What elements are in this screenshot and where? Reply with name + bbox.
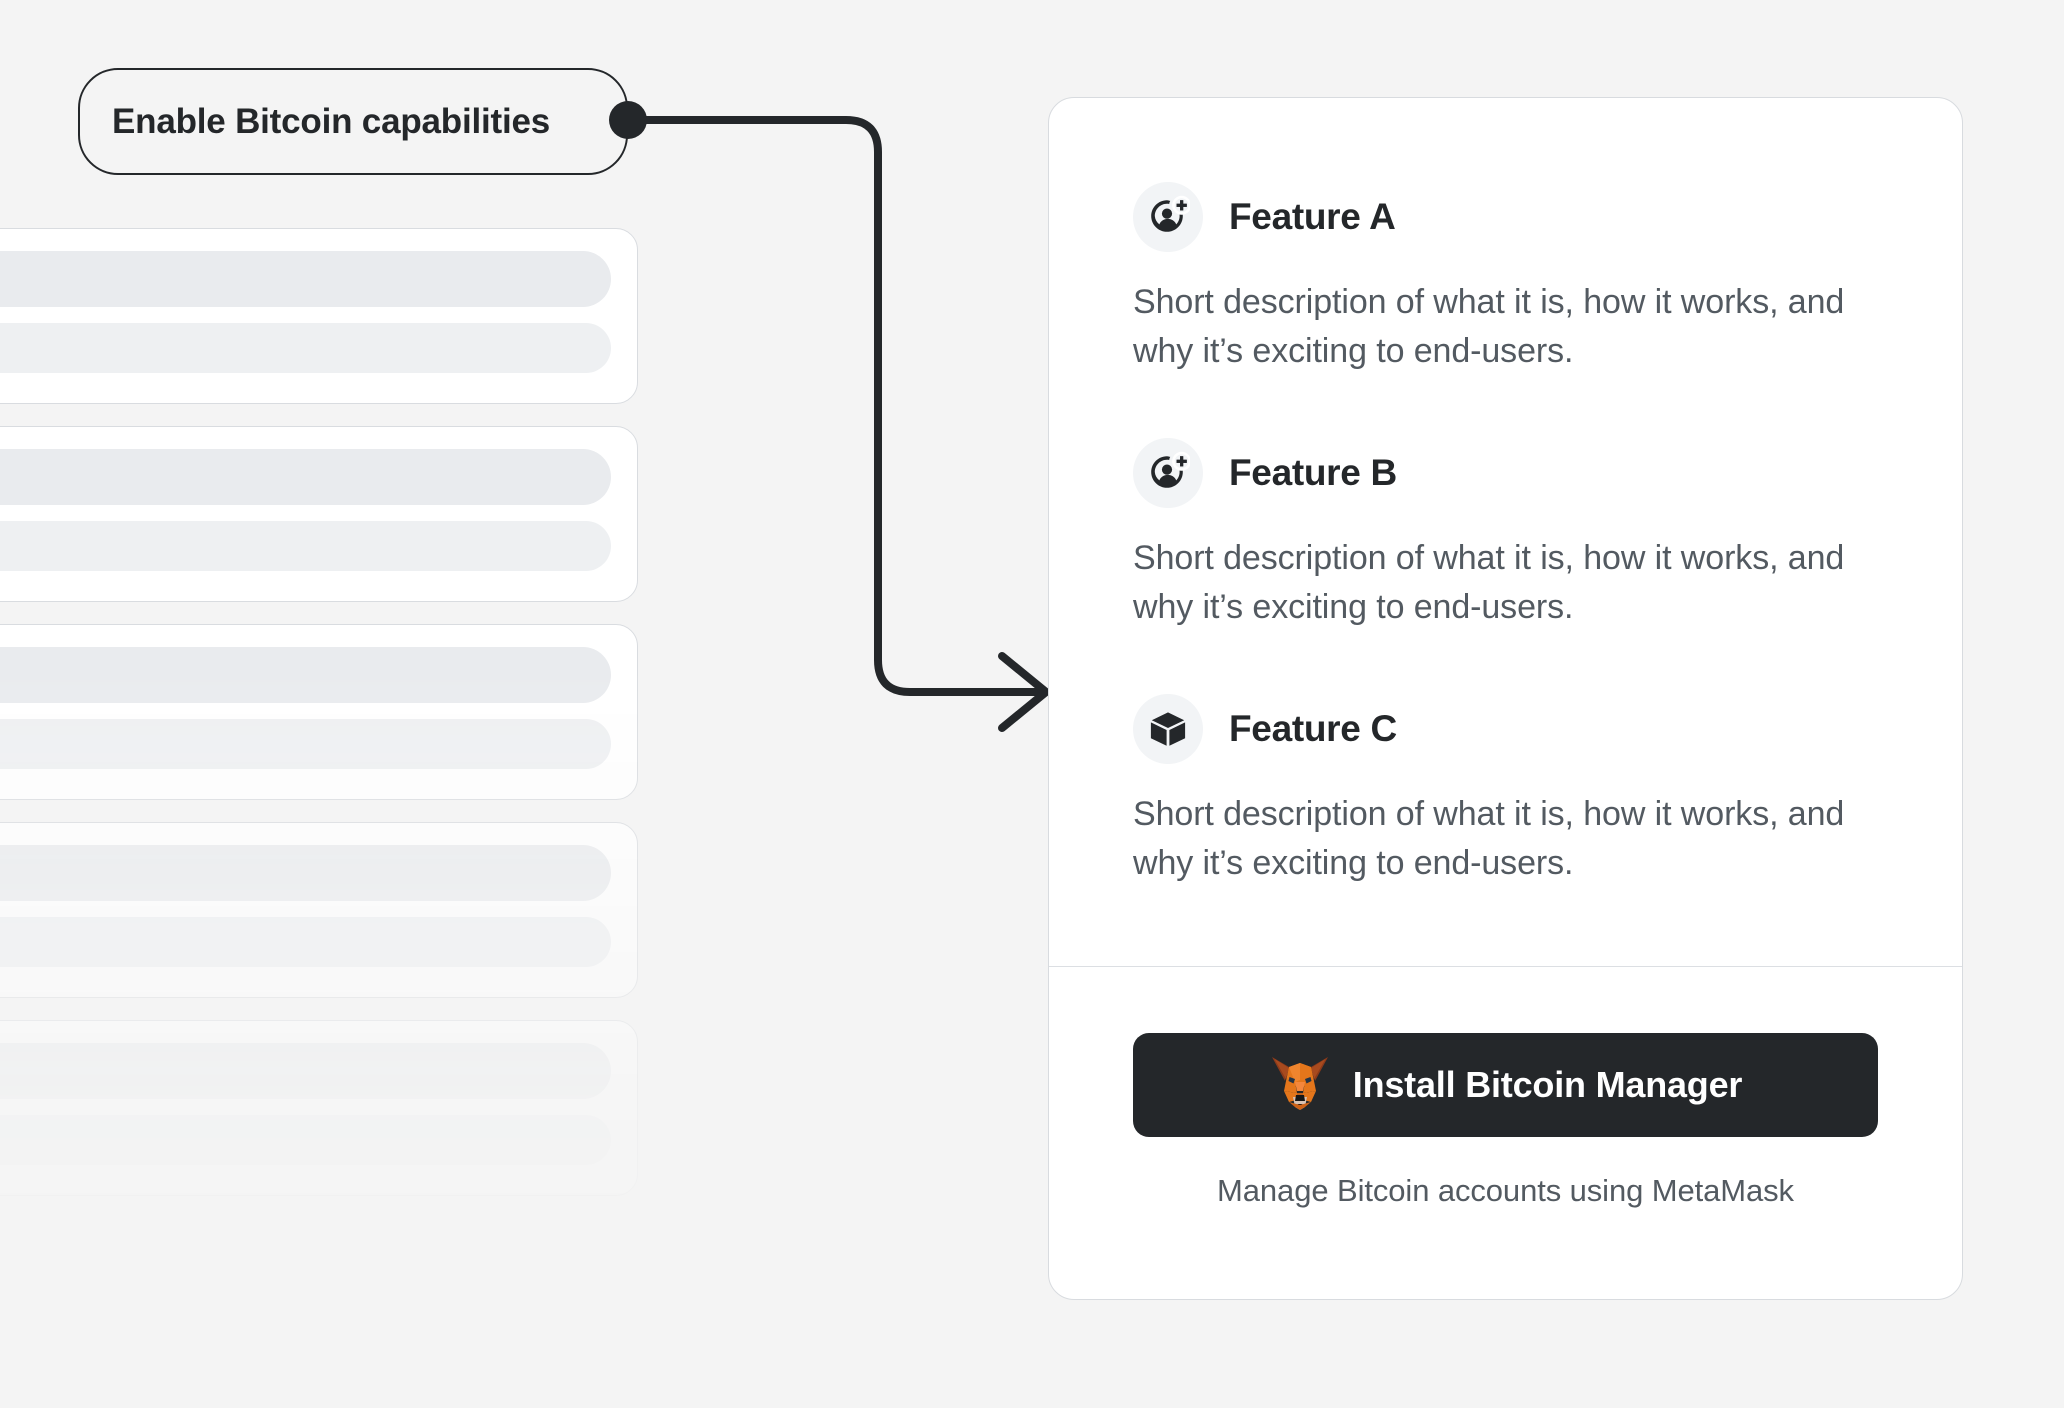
card-divider [1049,965,1962,968]
feature-card: Feature A Short description of what it i… [1048,97,1963,1300]
feature-header: Feature B [1133,437,1902,508]
install-button-label: Install Bitcoin Manager [1352,1064,1743,1106]
feature-header: Feature C [1133,693,1902,764]
feature-header: Feature A [1133,182,1902,252]
skeleton-bar [0,449,611,505]
skeleton-bar [0,845,611,901]
feature-list: Feature A Short description of what it i… [1049,98,1962,888]
connector-arrowhead-icon [998,652,1050,732]
connector-path [624,116,1042,696]
feature-description: Short description of what it is, how it … [1133,794,1845,882]
skeleton-card [0,1020,638,1196]
skeleton-bar [0,521,611,571]
skeleton-bar [0,323,611,373]
feature-title: Feature B [1229,451,1397,493]
feature-title: Feature C [1229,707,1397,749]
install-caption: Manage Bitcoin accounts using MetaMask [1217,1173,1794,1209]
skeleton-bar [0,1115,611,1165]
background-skeleton-list [0,228,638,1408]
add-user-icon [1133,437,1203,508]
skeleton-bar [0,251,611,307]
feature-description: Short description of what it is, how it … [1133,283,1845,370]
callout-label-pill: Enable Bitcoin capabilities [78,68,628,175]
skeleton-card [0,228,638,404]
skeleton-card [0,822,638,998]
skeleton-card [0,426,638,602]
feature-row-a: Feature A Short description of what it i… [1049,182,1962,376]
skeleton-bar [0,647,611,703]
skeleton-bar [0,1043,611,1099]
cube-icon [1133,693,1203,764]
install-bitcoin-manager-button[interactable]: Install Bitcoin Manager [1133,1033,1878,1138]
feature-description: Short description of what it is, how it … [1133,538,1845,626]
metamask-fox-icon [1269,1055,1331,1116]
callout-label-text: Enable Bitcoin capabilities [112,101,551,141]
skeleton-bar [0,719,611,769]
skeleton-bar [0,917,611,967]
add-user-icon [1133,182,1203,252]
feature-title: Feature A [1229,196,1396,237]
feature-row-b: Feature B Short description of what it i… [1049,437,1962,632]
feature-row-c: Feature C Short description of what it i… [1049,693,1962,888]
skeleton-card [0,624,638,800]
card-footer: Install Bitcoin Manager Manage Bitcoin a… [1049,967,1962,1209]
